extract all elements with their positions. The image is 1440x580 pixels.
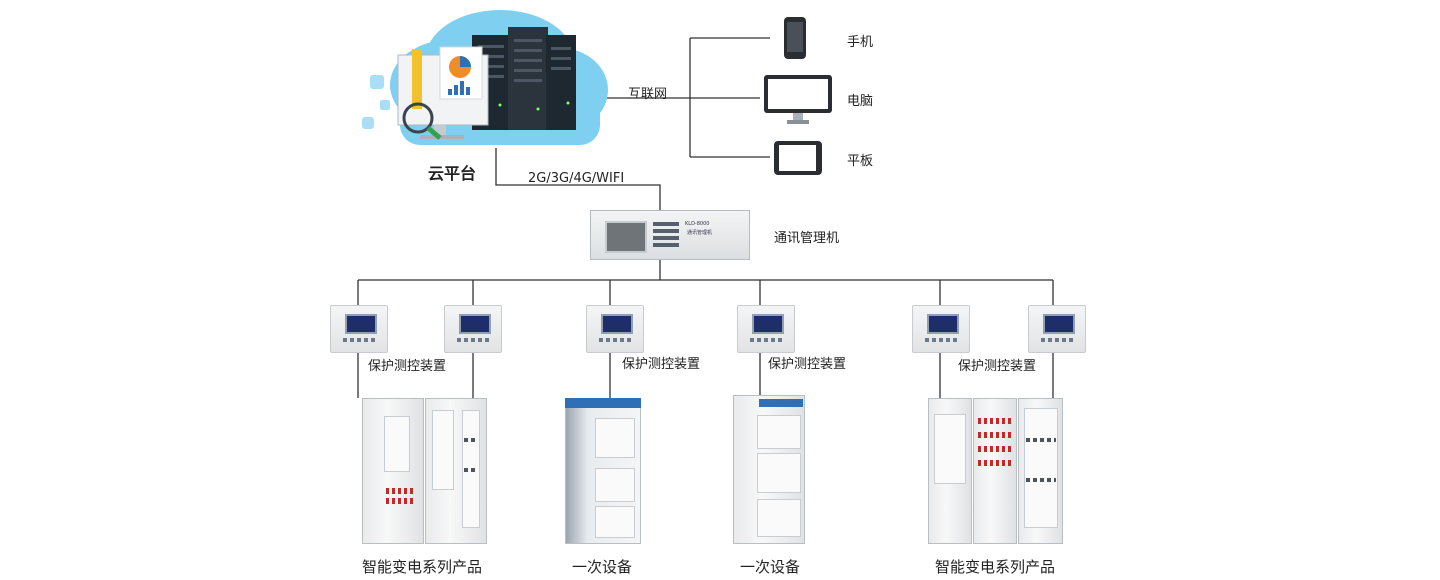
terminal-label-tablet: 平板 bbox=[847, 154, 874, 169]
protection-device bbox=[1028, 305, 1086, 353]
manager-label: 通讯管理机 bbox=[774, 231, 840, 246]
protection-device bbox=[586, 305, 644, 353]
cabinet-label: 一次设备 bbox=[572, 558, 633, 576]
protection-device bbox=[330, 305, 388, 353]
terminal-label-computer: 电脑 bbox=[847, 94, 874, 109]
link-type-label: 2G/3G/4G/WIFI bbox=[528, 171, 625, 186]
substation-cabinet-group bbox=[362, 398, 487, 544]
server-rack-icon bbox=[472, 27, 576, 130]
device-label: 保护测控装置 bbox=[368, 359, 447, 374]
device-label: 保护测控装置 bbox=[622, 357, 701, 372]
communication-manager-device: KLD-8000 通讯管理机 bbox=[590, 210, 750, 260]
cloud-platform-label: 云平台 bbox=[428, 164, 477, 183]
switchgear-cabinet bbox=[565, 398, 641, 544]
manager-subtitle: 通讯管理机 bbox=[687, 230, 713, 236]
terminal-label-phone: 手机 bbox=[847, 35, 874, 50]
protection-device bbox=[444, 305, 502, 353]
device-label: 保护测控装置 bbox=[958, 359, 1037, 374]
protection-device bbox=[737, 305, 795, 353]
monitor-chart-icon bbox=[397, 46, 489, 139]
protection-device bbox=[912, 305, 970, 353]
monitor-icon bbox=[764, 75, 832, 124]
manager-model: KLD-8000 bbox=[685, 221, 710, 227]
cabinet-label: 智能变电系列产品 bbox=[935, 558, 1056, 576]
cabinet-label: 智能变电系列产品 bbox=[362, 558, 483, 576]
internet-label: 互联网 bbox=[628, 87, 668, 102]
magnifier-icon bbox=[402, 102, 442, 140]
cabinet-label: 一次设备 bbox=[740, 558, 801, 576]
substation-cabinet-group bbox=[928, 398, 1063, 544]
phone-icon bbox=[784, 17, 806, 59]
manager-screen bbox=[605, 221, 647, 253]
cloud-platform-illustration bbox=[362, 10, 608, 145]
device-label: 保护测控装置 bbox=[768, 357, 847, 372]
switchgear-cabinet bbox=[733, 395, 805, 544]
manager-keypad bbox=[653, 222, 679, 250]
tablet-icon bbox=[774, 141, 822, 175]
